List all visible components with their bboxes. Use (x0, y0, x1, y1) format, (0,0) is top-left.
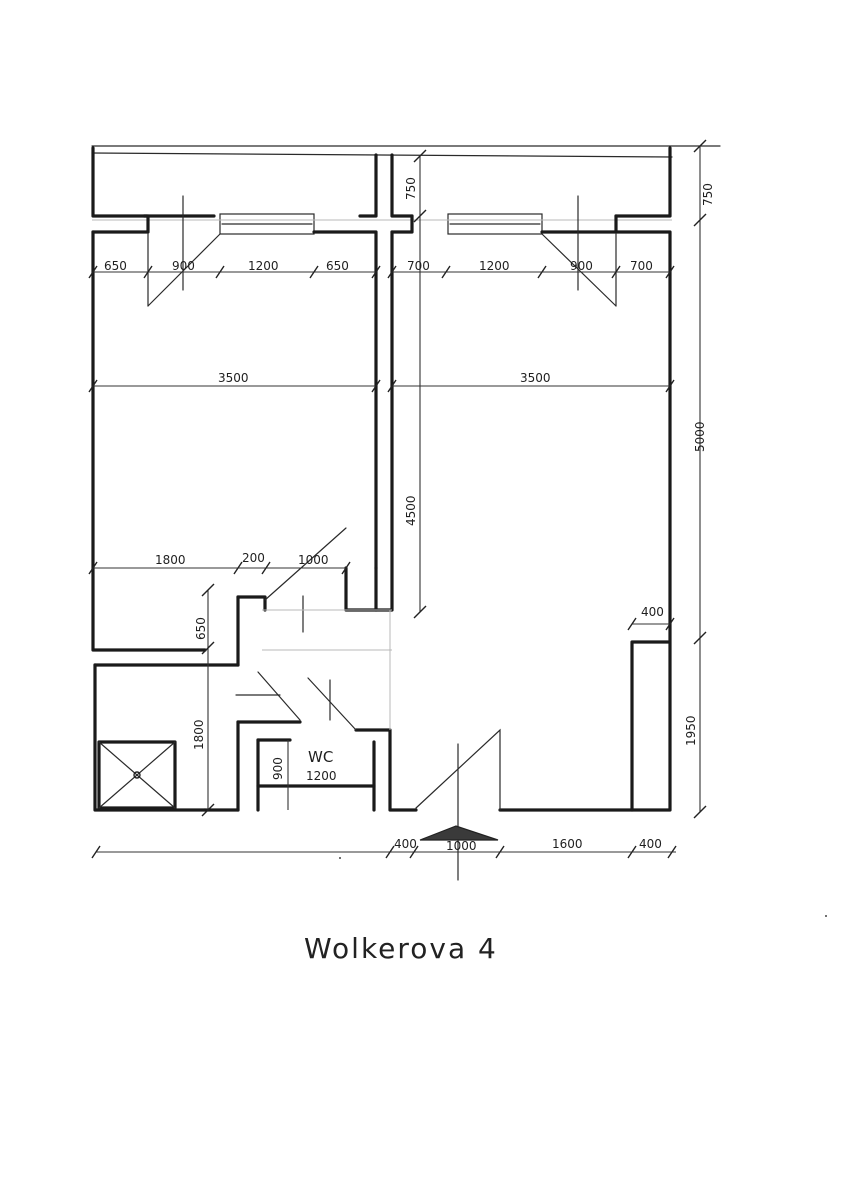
plan-title: Wolkerova 4 (304, 932, 498, 965)
wc-right-wall (354, 728, 418, 812)
right-room-top-wall-b (540, 214, 618, 234)
left-room-top-wall-b (312, 230, 378, 570)
dim-label: 1800 (192, 719, 206, 750)
dim-label: 700 (407, 259, 430, 273)
window-right (447, 213, 543, 235)
left-room-outer-wall (91, 230, 207, 652)
partition-bottom-wall (344, 566, 378, 612)
window-left (219, 213, 315, 235)
shower-tray (97, 740, 177, 810)
door-swing-hall (264, 527, 347, 601)
dim-label: 1000 (298, 553, 329, 567)
dim-label: 900 (172, 259, 195, 273)
dim-label: 750 (701, 183, 715, 206)
dim-label: 1200 (248, 259, 279, 273)
dim-label: 1200 (306, 769, 337, 783)
dim-label: 900 (570, 259, 593, 273)
dim-label: 3500 (218, 371, 249, 385)
dim-label: 1200 (479, 259, 510, 273)
dim-label: 200 (242, 551, 265, 565)
dim-label: 1600 (552, 837, 583, 851)
dim-label: 650 (194, 617, 208, 640)
top-guide-line (91, 152, 673, 158)
dim-label: 1800 (155, 553, 186, 567)
door-swing-wc (257, 671, 301, 721)
dim-label: 750 (404, 177, 418, 200)
dim-label: 900 (271, 757, 285, 780)
hall-top-wall (236, 595, 267, 612)
door-swing-wc-2 (307, 677, 357, 731)
drain-icon (133, 771, 141, 779)
dim-label: 400 (641, 605, 664, 619)
entrance-arrow-icon (419, 825, 499, 841)
dim-label: 400 (394, 837, 417, 851)
dim-label: 650 (326, 259, 349, 273)
partition-wall (374, 230, 394, 612)
door-swing-right (541, 233, 617, 307)
balcony-right-wall (614, 146, 672, 218)
dim-label: 3500 (520, 371, 551, 385)
left-room-top-wall-a (91, 214, 150, 234)
dimension-ticks (88, 139, 707, 859)
dim-label: 400 (639, 837, 662, 851)
room-label-wc: WC (308, 748, 333, 766)
balcony-left-wall (91, 146, 149, 218)
dim-label: 5000 (693, 421, 707, 452)
balcony-mid-left-wall (358, 153, 378, 218)
dim-label: 1950 (684, 715, 698, 746)
balcony-mid-right-wall (390, 153, 414, 218)
right-room-outer-wall (614, 230, 672, 812)
dim-label: 700 (630, 259, 653, 273)
dim-label: 1000 (446, 839, 477, 853)
door-swing-left (147, 233, 221, 307)
entry-door-swing (415, 728, 501, 811)
dim-label: 650 (104, 259, 127, 273)
bathroom-wall (93, 663, 207, 812)
right-room-top-wall-a (390, 214, 414, 234)
dim-label: 4500 (404, 495, 418, 526)
